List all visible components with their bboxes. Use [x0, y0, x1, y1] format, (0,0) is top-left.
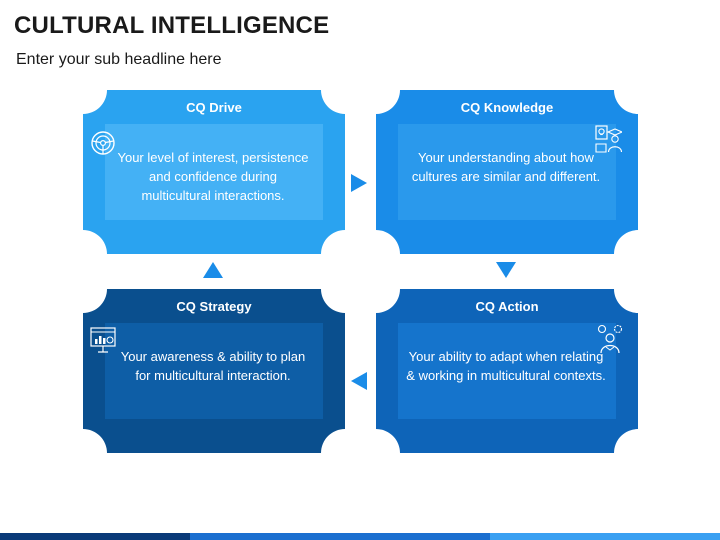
page-subtitle: Enter your sub headline here [16, 51, 222, 68]
card-cq-action-text: Your ability to adapt when relating & wo… [406, 349, 606, 383]
card-cq-strategy-text: Your awareness & ability to plan for mul… [120, 349, 306, 383]
arrow-right-icon [351, 174, 367, 192]
card-cq-strategy-title: CQ Strategy [176, 299, 252, 314]
card-cq-knowledge-shape [376, 90, 638, 254]
person-gears-icon [597, 324, 623, 354]
graduate-idea-icon [595, 125, 622, 153]
card-cq-strategy: CQ Strategy Your awareness & ability to … [83, 289, 345, 453]
steering-wheel-icon [91, 131, 115, 155]
card-cq-drive-shape [83, 90, 345, 254]
card-cq-drive: CQ Drive Your level of interest, persist… [83, 90, 345, 254]
presentation-icon [90, 327, 116, 353]
card-cq-drive-title: CQ Drive [186, 100, 242, 115]
bottom-bar-segment [190, 533, 490, 540]
bottom-bar-segment [490, 533, 720, 540]
card-cq-strategy-shape [83, 289, 345, 453]
page-title: CULTURAL INTELLIGENCE [14, 12, 330, 39]
card-cq-knowledge-title: CQ Knowledge [460, 100, 554, 115]
card-cq-action-shape [376, 289, 638, 453]
arrow-up-icon [203, 262, 223, 278]
card-cq-action: CQ Action Your ability to adapt when rel… [376, 289, 638, 453]
card-cq-drive-text: Your level of interest, persistence and … [117, 150, 309, 203]
bottom-accent-bar [0, 533, 720, 540]
card-cq-knowledge-text: Your understanding about how cultures ar… [411, 150, 601, 184]
card-cq-knowledge: CQ Knowledge Your understanding about ho… [376, 90, 638, 254]
arrow-down-icon [496, 262, 516, 278]
arrow-left-icon [351, 372, 367, 390]
bottom-bar-segment [0, 533, 190, 540]
card-cq-action-title: CQ Action [475, 299, 539, 314]
